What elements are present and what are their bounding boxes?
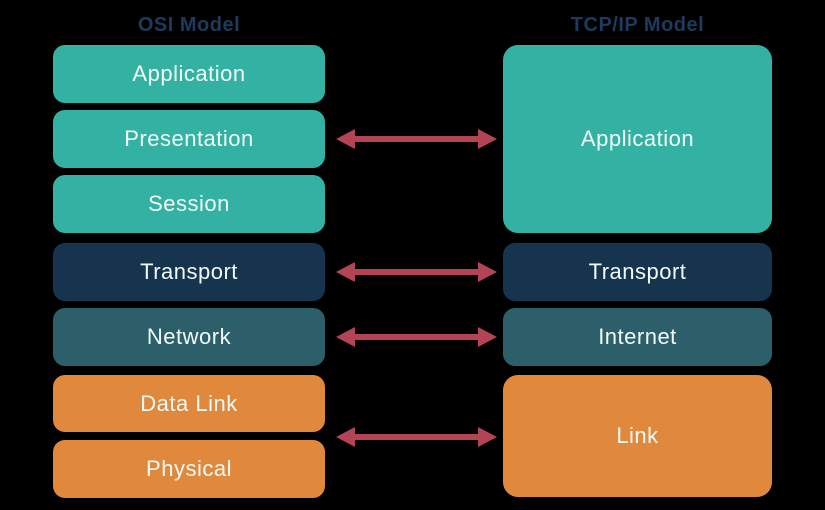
osi-layer-label: Transport [140,259,238,284]
double-arrow-icon [336,262,497,282]
arrowhead-right-icon [478,427,497,447]
tcpip-layer-label: Link [616,423,659,448]
double-arrow-icon [336,129,497,149]
osi-layer-transport: Transport [53,243,325,301]
osi-layer-presentation: Presentation [53,110,325,168]
arrowhead-right-icon [478,327,497,347]
osi-layer-label: Application [132,61,246,86]
tcpip-layer-link: Link [503,375,772,497]
osi-model-title: OSI Model [137,14,241,36]
tcpip-layer-internet: Internet [503,308,772,366]
osi-layer-label: Data Link [140,390,238,416]
arrow-shaft [349,136,484,142]
tcpip-model-title: TCP/IP Model [570,14,705,36]
arrow-shaft [349,334,484,340]
arrow-shaft [349,269,484,275]
tcpip-layer-label: Application [580,126,695,151]
tcpip-layer-label: Transport [588,259,687,284]
osi-layer-data-link: Data Link [53,375,325,432]
osi-layer-label: Session [148,191,230,216]
tcpip-layer-transport: Transport [503,243,772,301]
arrow-shaft [349,434,484,440]
osi-layer-application: Application [53,45,325,103]
osi-layer-session: Session [53,175,325,233]
osi-layer-label: Network [146,324,232,349]
osi-layer-network: Network [53,308,325,366]
tcpip-layer-label: Internet [598,324,677,349]
tcpip-layer-application: Application [503,45,772,233]
double-arrow-icon [336,427,497,447]
osi-layer-physical: Physical [53,440,325,498]
arrowhead-right-icon [478,129,497,149]
arrowhead-right-icon [478,262,497,282]
double-arrow-icon [336,327,497,347]
osi-layer-label: Presentation [124,126,254,151]
osi-layer-label: Physical [146,456,232,481]
